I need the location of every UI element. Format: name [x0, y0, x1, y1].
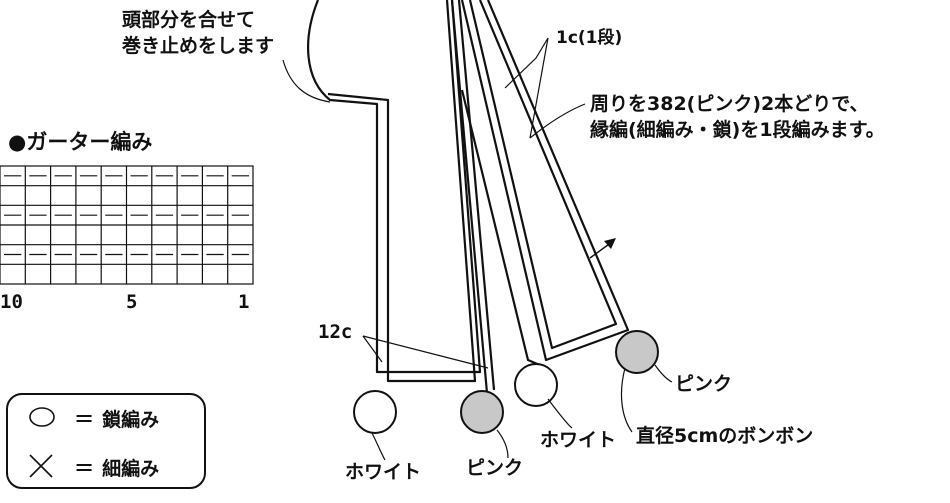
one-row-label: 1c(1段)	[556, 28, 623, 48]
pink-left-label: ピンク	[466, 457, 524, 479]
legend-sc-label: 細編み	[102, 457, 160, 480]
twelve-c-label: 12c	[318, 321, 353, 343]
pompom-white-mid	[514, 363, 558, 407]
leader-1c-b	[529, 37, 549, 139]
chart-axis-10: 10	[0, 291, 23, 313]
chart-knit-symbols	[4, 175, 249, 256]
stitch-legend: = 鎖編み = 細編み	[6, 393, 206, 489]
middle-strip-left-edge	[450, 0, 489, 394]
legend-row-sc: = 細編み	[70, 453, 159, 481]
white-mid-label: ホワイト	[540, 429, 617, 451]
middle-strip	[450, 0, 543, 394]
leader-12c-a	[362, 335, 383, 363]
right-strip	[460, 0, 630, 362]
leader-pink-left	[496, 429, 509, 459]
left-strip-outline	[307, 0, 482, 374]
leader-white-left	[371, 432, 386, 461]
leader-head	[282, 59, 331, 103]
right-strip-inner	[468, 0, 618, 350]
leader-edge	[529, 103, 586, 139]
head-note-line1: 頭部分を合せて	[122, 9, 256, 31]
leader-1c-a	[504, 37, 549, 89]
middle-strip-inner	[457, 0, 496, 391]
white-left-label: ホワイト	[345, 461, 422, 483]
right-strip-outline	[460, 0, 630, 362]
direction-arrow	[589, 238, 616, 259]
edge-note-line2: 縁編(細編み・鎖)を1段編みます。	[590, 119, 885, 141]
left-strip-inner	[327, 0, 477, 383]
pink-right-label: ピンク	[675, 373, 733, 395]
chart-axis-1: 1	[238, 291, 250, 313]
edge-note-line1: 周りを382(ピンク)2本どりで、	[590, 93, 869, 115]
head-note-line2: 巻き止めをします	[122, 35, 275, 57]
legend-equals-chain: =	[74, 404, 95, 432]
pompom-pink-left	[460, 390, 504, 434]
leader-white-mid	[547, 398, 573, 429]
sc-symbol-icon-b	[29, 454, 53, 478]
pompoms	[353, 330, 659, 434]
chart-axis-5: 5	[126, 291, 138, 313]
leader-pompom	[620, 367, 633, 433]
legend-equals-sc: =	[74, 453, 95, 481]
leader-lines	[282, 37, 673, 461]
pompom-size-label: 直径5cmのボンボン	[636, 425, 814, 447]
legend-symbols	[29, 407, 55, 478]
garter-chart-title: ●ガーター編み	[8, 130, 153, 154]
pompom-pink-right	[615, 330, 659, 374]
legend-chain-label: 鎖編み	[102, 408, 160, 431]
chain-symbol-icon	[29, 407, 55, 427]
leader-12c-b	[362, 335, 489, 369]
pompom-white-left	[353, 390, 397, 434]
legend-row-chain: = 鎖編み	[70, 404, 159, 432]
left-strip	[307, 0, 482, 383]
garter-chart	[0, 165, 254, 285]
leader-pink-right	[654, 364, 673, 383]
chart-rows	[0, 185, 253, 265]
